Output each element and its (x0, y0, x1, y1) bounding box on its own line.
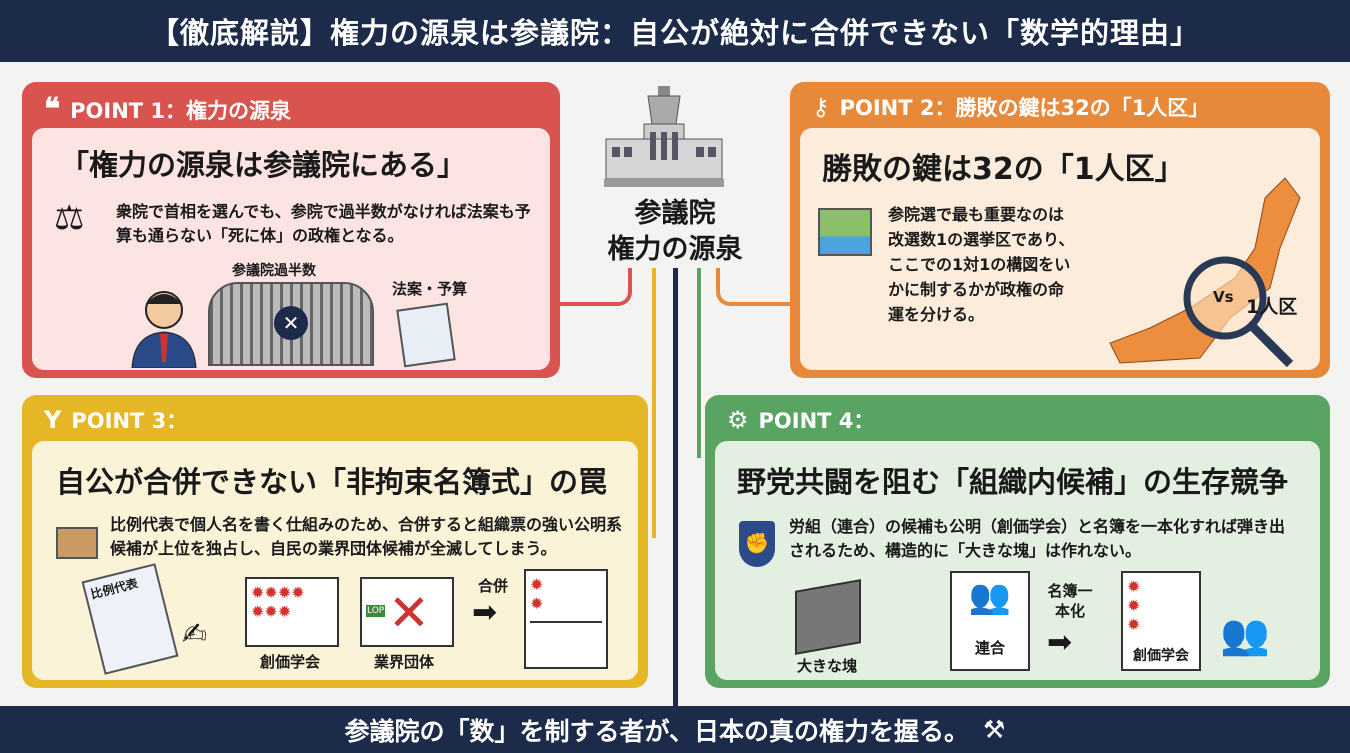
broken-block-icon (795, 579, 861, 655)
unify-label: 名簿一本化 (1047, 582, 1093, 620)
point4-card: ⚙ POINT 4： 野党共闘を阻む「組織内候補」の生存競争 ✊ 労組（連合）の候… (705, 395, 1330, 688)
japan-map-icon: Vs (1050, 168, 1310, 368)
point2-body: 参院選で最も重要なのは改選数1の選挙区であり、ここでの1対1の構図をいかに制する… (888, 205, 1075, 324)
ballot-box-icon (56, 527, 98, 559)
point1-label: POINT 1：権力の源泉 (70, 98, 292, 123)
center-title-line1: 参議院 (634, 198, 716, 229)
gavel-icon: ⚒ (983, 715, 1006, 744)
x-circle-icon: ✕ (274, 306, 308, 340)
group1-label: 創価学会 (260, 653, 321, 671)
point4-headline: 野党共闘を阻む「組織内候補」の生存競争 (737, 465, 1289, 499)
shield-fist-icon: ✊ (739, 521, 775, 567)
point1-body: 衆院で首相を選んでも、参院で過半数がなければ法案も予算も通らない「死に体」の政権… (116, 202, 531, 245)
block-label: 大きな塊 (797, 657, 858, 675)
point2-label: POINT 2：勝敗の鍵は32の「1人区」 (839, 96, 1210, 120)
gate-icon: ✕ (208, 282, 374, 366)
doc-label: 法案・予算 (392, 280, 468, 298)
point3-headline: 自公が合併できない「非拘束名簿式」の罠 (56, 465, 608, 499)
connector-yellow (652, 268, 656, 538)
gears-icon: ⚙ (727, 406, 749, 434)
merge-label: 合併 (478, 577, 509, 595)
arrow-right-icon: ➡ (1047, 625, 1073, 660)
group2-label: 業界団体 (374, 653, 435, 671)
industry-list: LOP ✕ (360, 577, 454, 647)
point2-card: ⚷ POINT 2：勝敗の鍵は32の「1人区」 勝敗の鍵は32の「1人区」 参院選… (790, 82, 1330, 378)
fork-icon: Y (44, 406, 62, 434)
quote-icon: ❝ (44, 92, 61, 127)
point1-headline: 「権力の源泉は参議院にある」 (60, 148, 467, 182)
point4-body: 労組（連合）の候補も公明（創価学会）と名簿を一本化すれば弾き出されるため、構造的… (789, 517, 1286, 560)
point3-body: 比例代表で個人名を書く仕組みのため、合併すると組織票の強い公明系候補が上位を独占… (110, 515, 623, 558)
politician-icon (128, 284, 200, 369)
gavel-crossed-icon: ⚖ (54, 198, 85, 238)
point3-label: POINT 3： (71, 409, 188, 433)
connector-red (560, 268, 632, 306)
map-icon (818, 208, 872, 256)
soka-list: ✹✹✹ 創価学会 (1121, 571, 1201, 671)
footer-banner: 参議院の「数」を制する者が、日本の真の権力を握る。 ⚒ (0, 706, 1350, 753)
arrow-right-icon: ➡ (472, 595, 498, 630)
group2-label: 創価学会 (1133, 648, 1189, 664)
connector-orange (716, 268, 796, 306)
lop-badge: LOP (366, 605, 386, 617)
rengo-box: 👥 連合 (950, 571, 1030, 671)
gate-label: 参議院過半数 (232, 263, 316, 279)
page-title: 【徹底解説】権力の源泉は参議院：自公が絶対に合併できない「数学的理由」 (0, 0, 1350, 62)
soka-list: ✹✹✹✹✹✹✹ (245, 577, 339, 647)
footer-text: 参議院の「数」を制する者が、日本の真の権力を握る。 (344, 716, 970, 746)
center-title-line2: 権力の源泉 (607, 234, 743, 265)
center-title: 参議院 権力の源泉 (590, 196, 760, 268)
point1-card: ❝ POINT 1：権力の源泉 「権力の源泉は参議院にある」 ⚖ 衆院で首相を選ん… (22, 82, 560, 378)
single-seat-label: 1人区 (1246, 296, 1298, 318)
ballot-label: 比例代表 (89, 576, 140, 602)
group1-label: 連合 (974, 639, 1005, 657)
key-icon: ⚷ (812, 93, 830, 121)
red-x-icon: ✕ (388, 584, 430, 642)
people-group-icon: 👥 (1220, 612, 1270, 658)
point4-label: POINT 4： (758, 409, 875, 433)
vs-badge: Vs (1213, 288, 1234, 306)
merged-list: ✹✹ (524, 569, 608, 669)
torn-document-icon (396, 302, 456, 368)
connector-green (697, 268, 701, 458)
diet-building-icon (604, 84, 724, 189)
connector-navy (673, 268, 678, 708)
group-people-icon: 👥 (968, 577, 1012, 617)
ballot-paper: 比例代表 (81, 563, 179, 675)
point2-headline: 勝敗の鍵は32の「1人区」 (822, 152, 1185, 187)
point3-card: Y POINT 3： 自公が合併できない「非拘束名簿式」の罠 比例代表で個人名を書… (22, 395, 648, 688)
pen-hand-icon: ✍ (182, 617, 208, 652)
